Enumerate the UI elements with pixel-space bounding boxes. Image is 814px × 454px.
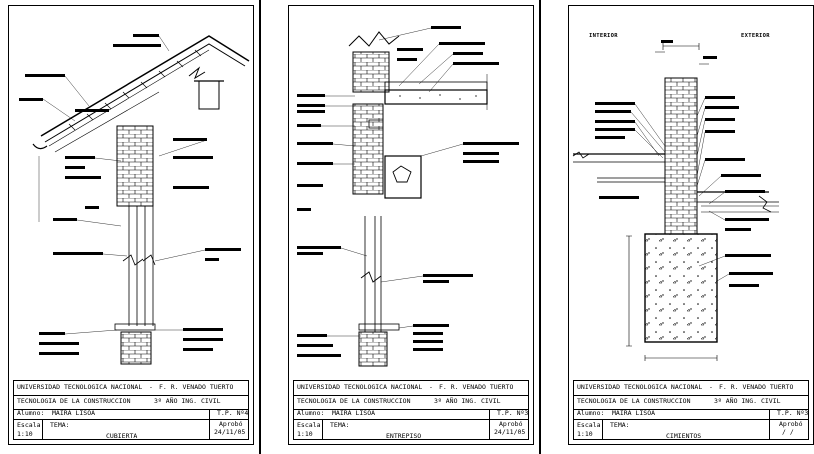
sheet-entrepiso: UNIVERSIDAD TECNOLOGICA NACIONAL - F. R.…	[288, 5, 534, 445]
title-block-entrepiso: UNIVERSIDAD TECNOLOGICA NACIONAL - F. R.…	[293, 380, 529, 440]
course-subject: TECNOLOGIA DE LA CONSTRUCCION	[297, 397, 411, 405]
title-block-cubierta: UNIVERSIDAD TECNOLOGICA NACIONAL - F. R.…	[13, 380, 249, 440]
date-value: 24/11/05	[494, 428, 526, 436]
theme-label: TEMA:	[330, 421, 350, 429]
course-year: 3º AÑO ING. CIVIL	[154, 397, 221, 405]
approved-label: Aprobó	[499, 420, 523, 428]
course-subject: TECNOLOGIA DE LA CONSTRUCCION	[577, 397, 691, 405]
theme-value: ENTREPISO	[386, 432, 422, 440]
approved-label: Aprobó	[219, 420, 243, 428]
course-year: 3º AÑO ING. CIVIL	[434, 397, 501, 405]
theme-label: TEMA:	[610, 421, 630, 429]
university-name: UNIVERSIDAD TECNOLOGICA NACIONAL	[577, 383, 703, 391]
student-name: MAIRA LISOA	[332, 409, 376, 417]
tp-number: T.P. Nº3	[777, 409, 809, 417]
theme-value: CUBIERTA	[106, 432, 138, 440]
scale-value: 1:10	[17, 430, 33, 438]
sheet-divider-2	[539, 0, 541, 454]
foundation-detail-drawing	[572, 40, 779, 361]
faculty-name: F. R. VENADO TUERTO	[159, 383, 234, 391]
student-name: MAIRA LISOA	[52, 409, 96, 417]
scale-label: Escala	[577, 421, 601, 429]
sheet-cubierta: UNIVERSIDAD TECNOLOGICA NACIONAL - F. R.…	[8, 5, 254, 445]
separator: -	[429, 383, 433, 391]
tp-number: T.P. Nº4	[217, 409, 249, 417]
scale-value: 1:10	[577, 430, 593, 438]
course-subject: TECNOLOGIA DE LA CONSTRUCCION	[17, 397, 131, 405]
student-label: Alumno:	[297, 409, 325, 417]
approved-label: Aprobó	[779, 420, 803, 428]
faculty-name: F. R. VENADO TUERTO	[719, 383, 794, 391]
separator: -	[149, 383, 153, 391]
scale-label: Escala	[297, 421, 321, 429]
floor-slab-detail-drawing	[297, 26, 519, 367]
university-name: UNIVERSIDAD TECNOLOGICA NACIONAL	[297, 383, 423, 391]
theme-label: TEMA:	[50, 421, 70, 429]
sheet-divider-1	[259, 0, 261, 454]
faculty-name: F. R. VENADO TUERTO	[439, 383, 514, 391]
tp-number: T.P. Nº3	[497, 409, 529, 417]
student-name: MAIRA LISOA	[612, 409, 656, 417]
scale-value: 1:10	[297, 430, 313, 438]
interior-label: INTERIOR	[589, 33, 618, 39]
date-value: / /	[782, 428, 794, 436]
university-name: UNIVERSIDAD TECNOLOGICA NACIONAL	[17, 383, 143, 391]
date-value: 24/11/05	[214, 428, 246, 436]
title-block-cimientos: UNIVERSIDAD TECNOLOGICA NACIONAL - F. R.…	[573, 380, 809, 440]
exterior-label: EXTERIOR	[741, 33, 770, 39]
course-year: 3º AÑO ING. CIVIL	[714, 397, 781, 405]
sheet-cimientos: INTERIOR EXTERIOR	[568, 5, 814, 445]
separator: -	[709, 383, 713, 391]
student-label: Alumno:	[577, 409, 605, 417]
theme-value: CIMIENTOS	[666, 432, 702, 440]
roof-detail-drawing	[19, 34, 250, 365]
scale-label: Escala	[17, 421, 41, 429]
student-label: Alumno:	[17, 409, 45, 417]
